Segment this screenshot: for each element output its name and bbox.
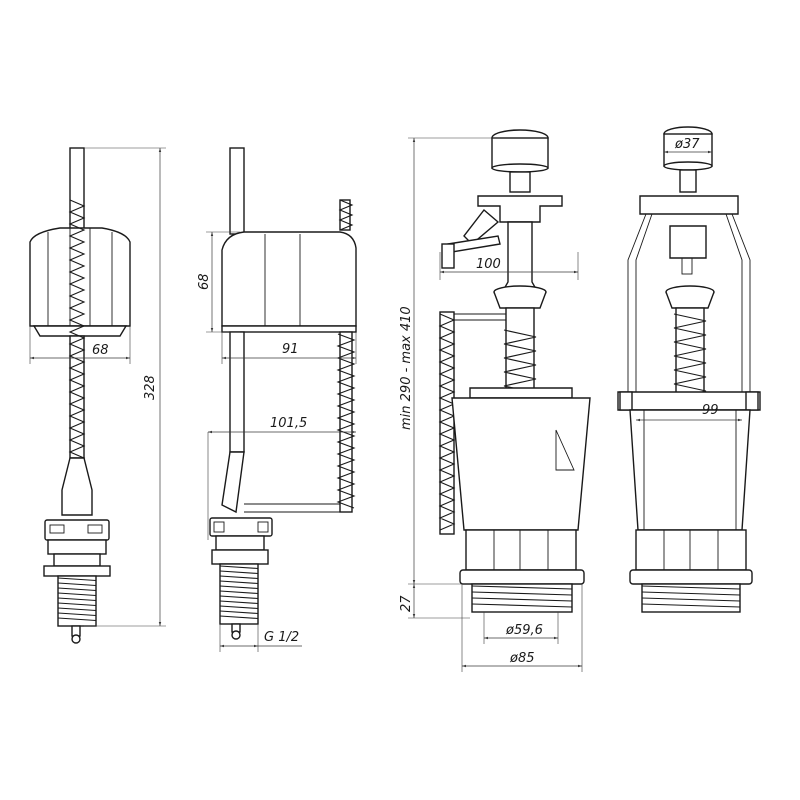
flush-valve-side-view	[617, 126, 761, 613]
dimension-101-5: 101,5	[207, 416, 356, 540]
inner-width-label: 99	[702, 403, 719, 418]
dimension-100: 100	[439, 252, 579, 280]
dimension-27: 27	[399, 584, 470, 619]
dimension-68-float-height: 68	[197, 231, 240, 333]
flush-range-label: min 290 - max 410	[399, 306, 414, 430]
dimension-g-thread: G 1/2	[219, 624, 302, 652]
total-height-label: 328	[143, 375, 158, 400]
dimension-68-width: 68	[29, 326, 131, 364]
float-width-label: 68	[92, 343, 109, 358]
flush-valve-front-view	[438, 129, 591, 613]
thread-label: G 1/2	[264, 630, 299, 645]
dimension-91: 91	[221, 332, 357, 364]
dimension-37: ø37	[664, 137, 712, 154]
float-height-label: 68	[197, 273, 212, 290]
flange-diameter-label: ø85	[509, 651, 535, 666]
outlet-diameter-label: ø59,6	[505, 623, 543, 638]
arm-reach-label: 91	[282, 342, 299, 357]
arm-reach-max-label: 101,5	[270, 416, 307, 431]
fill-valve-side-view	[209, 147, 357, 640]
base-height-label: 27	[399, 595, 414, 612]
dimension-99: 99	[636, 403, 742, 422]
fill-valve-front-view	[29, 147, 131, 644]
button-diameter-label: ø37	[674, 137, 700, 152]
dimension-328-height: 328	[84, 147, 166, 627]
dimension-85: ø85	[461, 584, 583, 672]
dimension-59-6: ø59,6	[483, 612, 559, 644]
tank-width-label: 100	[476, 257, 501, 272]
dimension-height-range: min 290 - max 410	[399, 137, 500, 585]
